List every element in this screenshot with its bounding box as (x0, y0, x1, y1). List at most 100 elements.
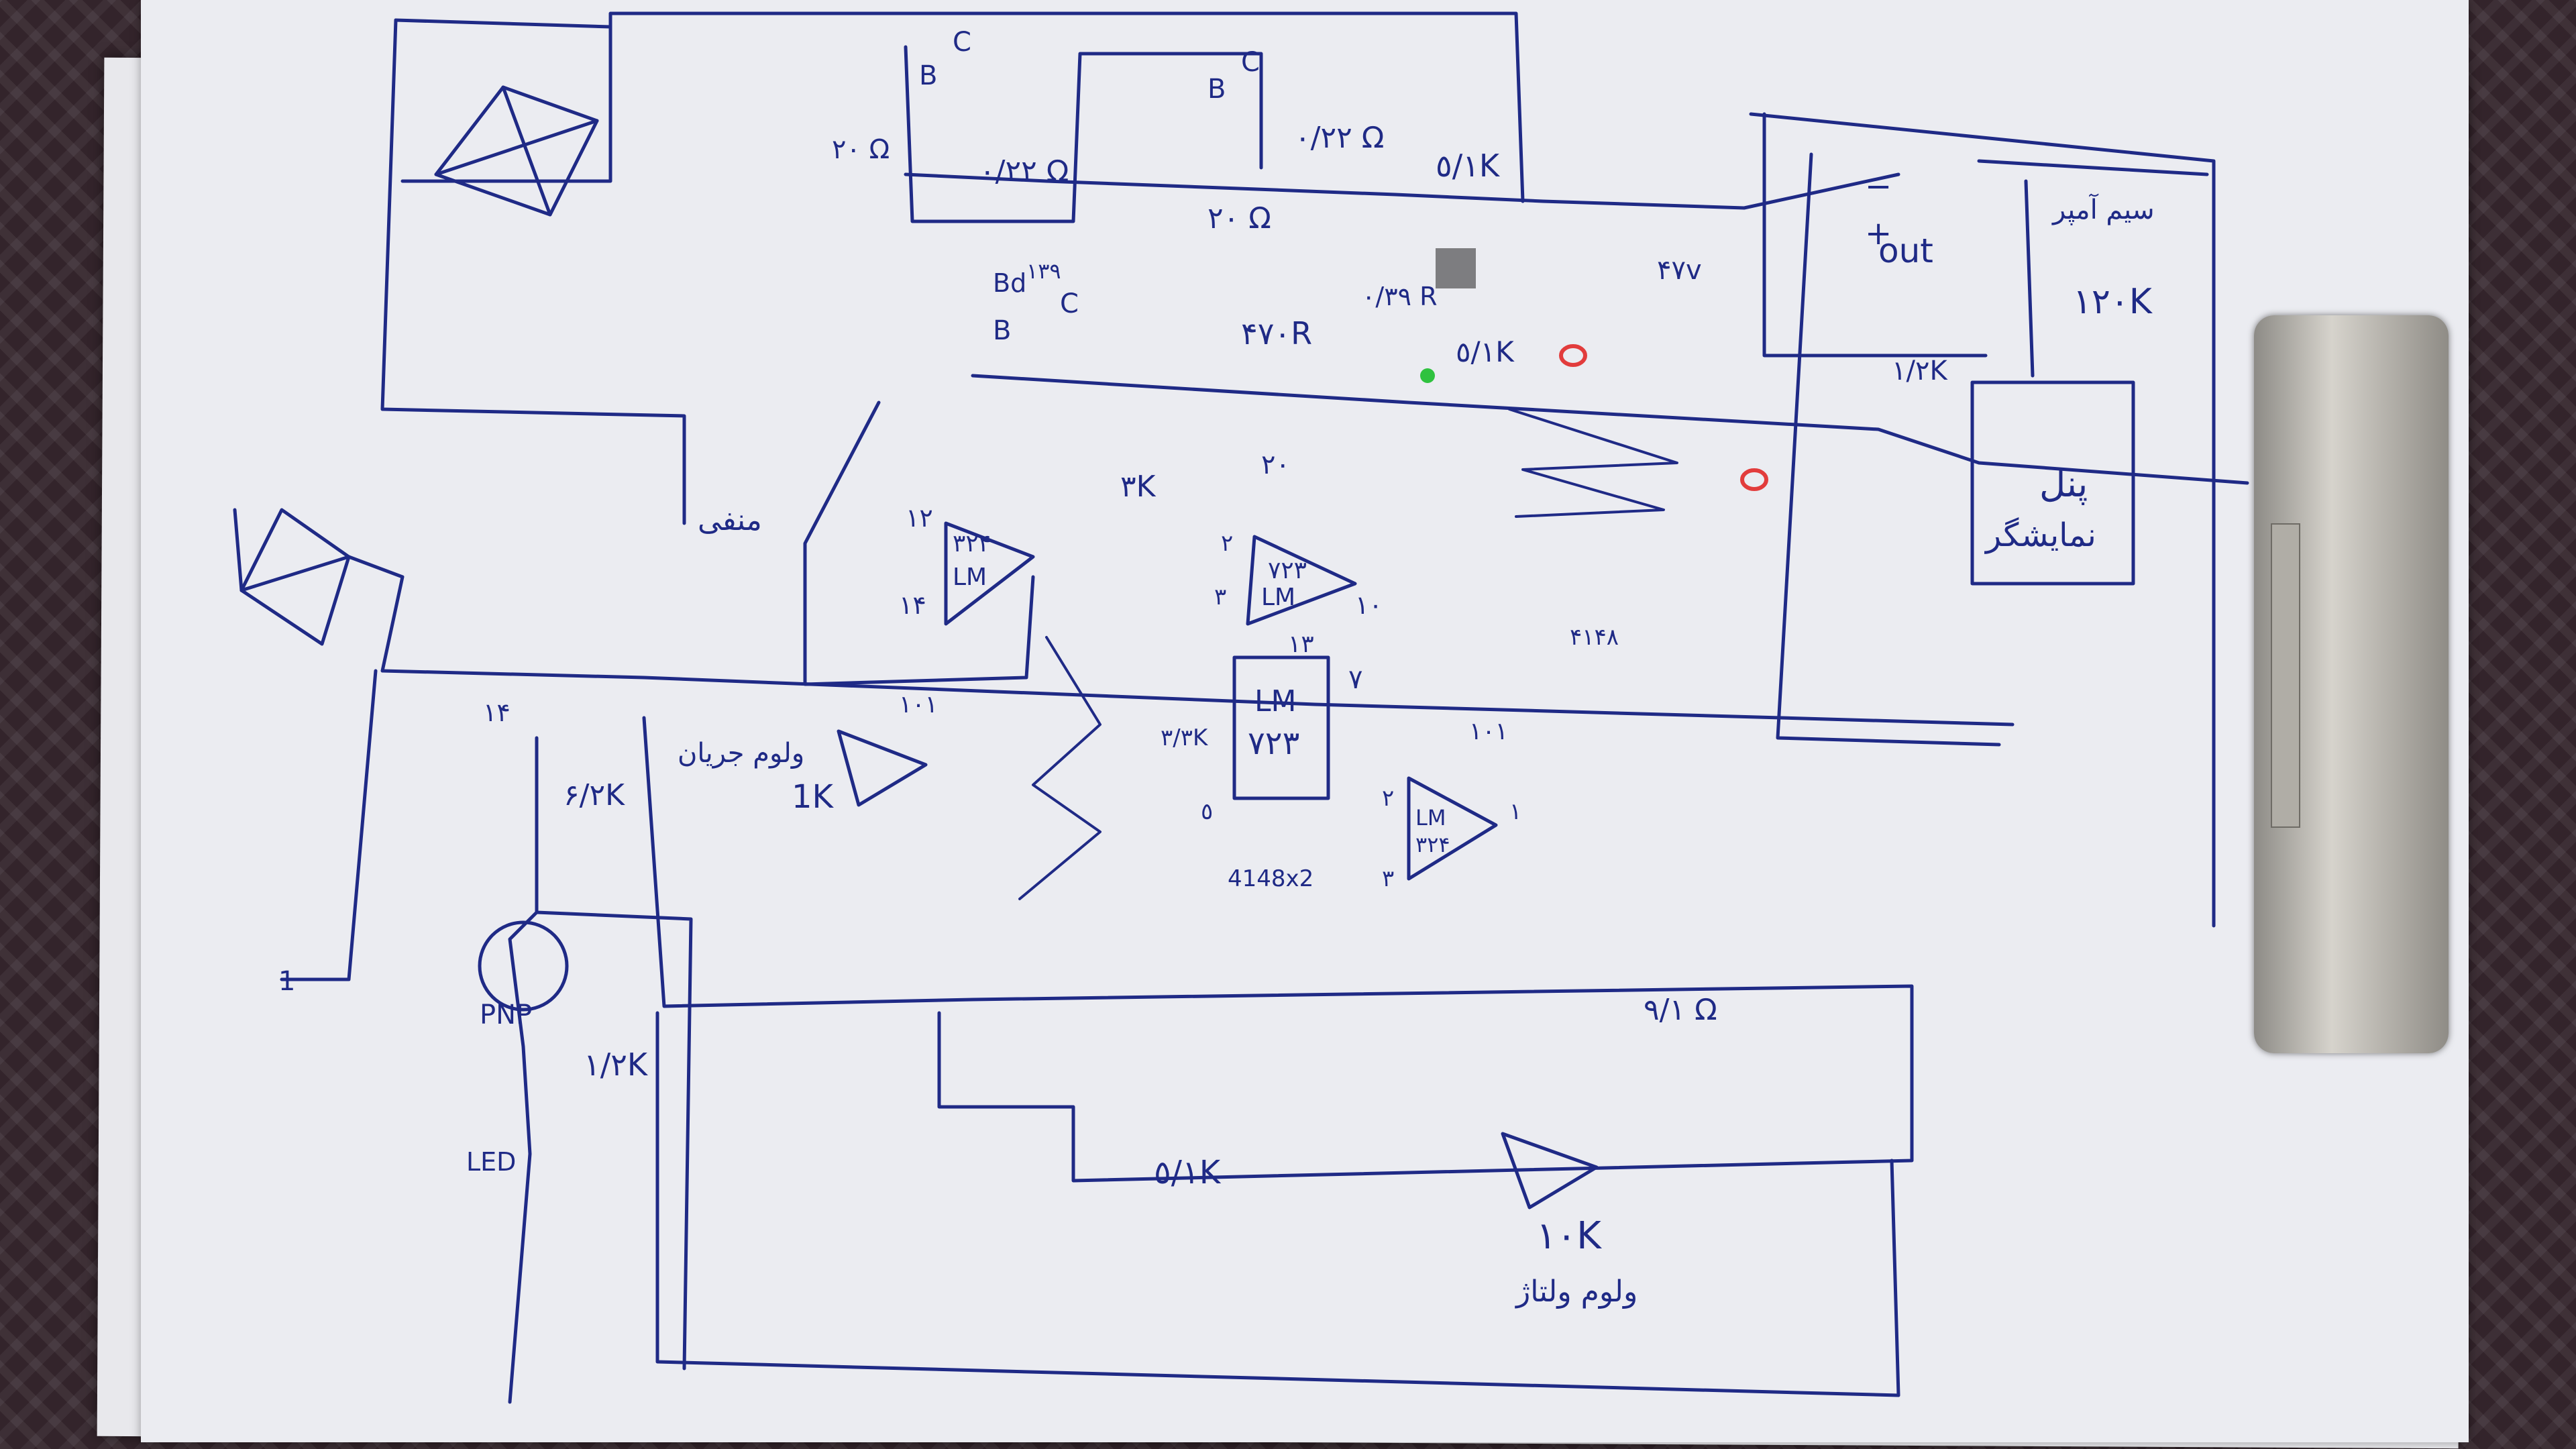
label-negative: منفی (698, 503, 762, 537)
opamp-lm723-top (1246, 535, 1357, 626)
label-pin-7: ٧ (1348, 664, 1363, 695)
label-out: out (1878, 231, 1933, 270)
label-panel: پنل (2039, 463, 2088, 505)
wire-right-rail (1749, 112, 2216, 928)
label-transistor-b1: B (919, 60, 938, 91)
wire-lower-loop (642, 716, 1914, 1183)
label-r-470: ۴٧٠R (1241, 315, 1313, 352)
scribble-a (1508, 408, 1678, 518)
bridge-mid-diag (239, 555, 351, 592)
bridge-rectifier-top (434, 85, 599, 217)
bridge-diagonal-a (434, 119, 599, 176)
label-r-1-2k-led: ١/٢K (584, 1046, 648, 1083)
label-ic-lm324-bottom: LM (1415, 805, 1446, 830)
label-r-0-22-a: ٠/٢٢ Ω (979, 154, 1069, 189)
wire-output-block (1762, 112, 1988, 358)
label-minus: − (1865, 168, 1892, 205)
red-mark-top (1559, 344, 1587, 367)
label-pin-12: ١٢ (906, 503, 933, 533)
label-r-120k: ١٢٠K (2073, 282, 2152, 322)
opamp-lm324-top (944, 521, 1035, 626)
pnp-transistor (478, 920, 569, 1012)
label-transistor-c3: C (1060, 288, 1079, 319)
wire-left-vertical (508, 736, 539, 1404)
label-ammeter: سیم آمپر (2053, 195, 2155, 225)
label-pin-13: ١٣ (1288, 631, 1314, 658)
label-diode-4148: ۴١۴٨ (1570, 624, 1619, 651)
label-ic-lm324-top-num: ٣٢۴ (953, 530, 992, 557)
wire-right-inner (1776, 152, 2001, 747)
label-plus: + (1865, 215, 1892, 252)
label-transistor-c1: C (953, 27, 971, 58)
red-mark-right (1740, 468, 1768, 491)
label-ic-lm723-main-num: ٧٢٣ (1248, 724, 1300, 762)
label-cap-47v: ۴٧v (1657, 255, 1702, 286)
clipboard-brand-plate (2271, 523, 2300, 828)
label-one: 1 (278, 966, 296, 997)
scribble-b (1018, 636, 1102, 900)
label-r-1-2k-right: ١/٢K (1892, 356, 1947, 386)
green-mark (1420, 368, 1435, 383)
label-ic-lm324-top: LM (953, 564, 987, 591)
wire-bridge-mid (233, 508, 2015, 727)
label-r-20-left: ٢٠ Ω (832, 134, 890, 165)
label-r-20-mid: ٢٠ Ω (1208, 201, 1271, 235)
wire-bottom-return (655, 1011, 1900, 1397)
wire-bridge-top-rail (400, 25, 612, 183)
wire-ground-bus (971, 374, 2249, 485)
label-transistor-c2: C (1241, 47, 1260, 78)
label-cap-101-right: ١٠١ (1469, 718, 1509, 745)
label-diodes-4148x2: 4148x2 (1228, 865, 1314, 892)
label-r-3-3k: ٣/٣K (1161, 724, 1208, 751)
wire-transistor-row (904, 45, 1263, 223)
wire-120k (2024, 179, 2035, 378)
label-pin-2: ٢ (1221, 530, 1234, 557)
bridge-rectifier-mid (239, 508, 351, 646)
label-pin-14-left: ١۴ (483, 698, 511, 727)
label-transistor-bd-num: ١٣٩ (1026, 258, 1061, 284)
label-pin-14: ١۴ (899, 590, 926, 620)
opamp-lm324-bottom (1407, 776, 1498, 881)
wire-outer-top (394, 11, 1525, 203)
paper-sheet (141, 0, 2469, 1442)
label-ic-lm723-opamp: LM (1261, 584, 1296, 611)
label-transistor-b3: B (993, 315, 1012, 346)
wire-left-rail (280, 669, 378, 981)
label-pin-1: ١ (1509, 798, 1522, 825)
wire-opamp-area (803, 400, 1035, 686)
label-ic-lm723-opamp-num: ٧٢٣ (1268, 557, 1307, 584)
pot-current (837, 729, 928, 807)
wire-ammeter (1977, 159, 2209, 176)
label-r-20-opamp: ٢٠ (1261, 449, 1290, 480)
label-r-5-1k-bottom: ٥/١K (1154, 1154, 1221, 1191)
label-voltage-vol: ولوم ولتاژ (1516, 1275, 1638, 1309)
wire-led-branch (535, 910, 693, 1371)
label-cap-101-left: ١٠١ (899, 691, 938, 718)
wire-left-bridge (380, 18, 686, 525)
label-ic-lm324-bottom-num: ٣٢۴ (1415, 832, 1450, 857)
label-r-6-2k: ۶/٢K (564, 778, 625, 812)
label-transistor-bd: Bd (993, 268, 1027, 298)
label-r-0-39: ٠/٣٩ R (1362, 282, 1438, 311)
label-r-3k: ٣K (1120, 470, 1156, 504)
label-display: نمایشگر (1986, 517, 2096, 554)
label-pnp: PNP (480, 1000, 533, 1030)
label-led: LED (466, 1147, 517, 1177)
label-pin-3: ٣ (1214, 584, 1227, 610)
pot-voltage (1501, 1132, 1599, 1210)
label-pin-10: ١٠ (1355, 590, 1383, 620)
grey-redaction (1436, 248, 1476, 288)
label-pin-3b: ٣ (1382, 865, 1395, 892)
panel-display-box (1970, 380, 2135, 586)
ic-lm723-main (1232, 655, 1330, 800)
label-r-9-1: ٩/١ Ω (1644, 993, 1717, 1027)
label-transistor-b2: B (1208, 74, 1226, 105)
label-current-vol: ولوم جریان (678, 738, 805, 769)
label-r-5-1k-top: ٥/١K (1436, 148, 1500, 184)
bridge-diagonal-b (501, 85, 552, 217)
label-r-0-22-b: ٠/٢٢ Ω (1295, 121, 1385, 155)
label-ic-lm723-main: LM (1254, 684, 1297, 718)
wire-main-horizontal (904, 172, 1900, 210)
label-r-5-1k-mid: ٥/١K (1456, 335, 1514, 368)
